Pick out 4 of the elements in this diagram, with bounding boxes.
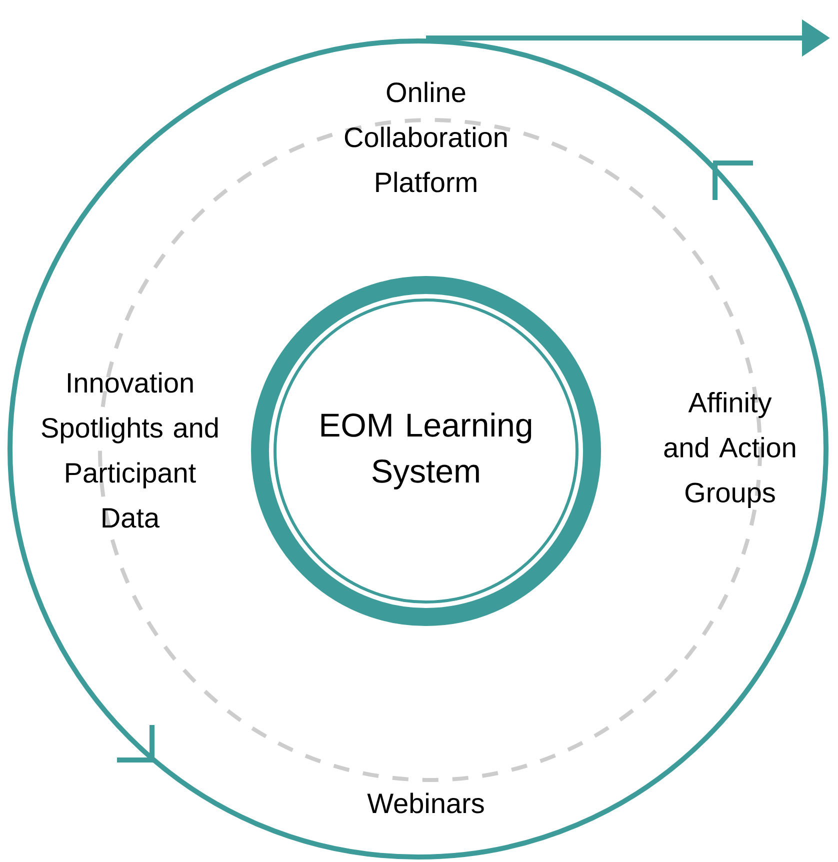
- segment-label: Innovation Spotlights and Participant Data: [42, 372, 218, 528]
- segment-label: Webinars: [367, 792, 484, 814]
- segment-label: Online Collaboration Platform: [344, 82, 507, 192]
- segment-label: Affinity and Action Groups: [664, 392, 796, 508]
